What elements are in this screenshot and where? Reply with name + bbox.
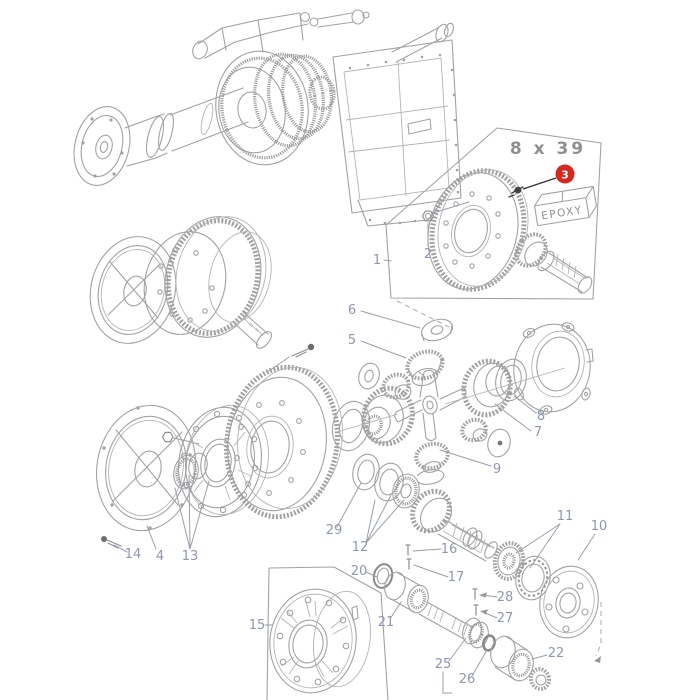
wheel-hub xyxy=(269,588,371,694)
callout-29[interactable]: 29 xyxy=(326,523,343,538)
nut-part-2 xyxy=(421,210,435,222)
callout-26[interactable]: 26 xyxy=(459,672,476,687)
callout-17[interactable]: 17 xyxy=(448,570,465,585)
pinion-shaft-train: 12 16 17 28 27 11 10 xyxy=(352,453,608,639)
assembled-differential xyxy=(89,216,273,349)
callout-28[interactable]: 28 xyxy=(497,590,514,605)
hub-box: 15 xyxy=(249,566,389,700)
callout-25[interactable]: 25 xyxy=(435,657,452,672)
differential-internals: 6 5 8 7 9 xyxy=(331,303,594,485)
callout-14[interactable]: 14 xyxy=(125,547,142,562)
callout-11[interactable]: 11 xyxy=(557,509,574,524)
callout-13[interactable]: 13 xyxy=(182,549,199,564)
callout-8[interactable]: 8 xyxy=(537,409,545,424)
callout-7[interactable]: 7 xyxy=(534,425,542,440)
callout-9[interactable]: 9 xyxy=(493,462,501,477)
rear-axle-assembly-drawing xyxy=(73,9,462,227)
bolt-part-14 xyxy=(101,536,122,549)
differential-case-half xyxy=(444,322,594,415)
bevel-pinion xyxy=(514,232,593,294)
kit-box-outline xyxy=(385,127,602,300)
callout-21[interactable]: 21 xyxy=(378,615,395,630)
callout-22[interactable]: 22 xyxy=(548,646,565,661)
callout-12[interactable]: 12 xyxy=(352,540,369,555)
output-flange xyxy=(539,565,599,639)
callout-5[interactable]: 5 xyxy=(348,333,356,348)
callout-15[interactable]: 15 xyxy=(249,618,266,633)
callout-6[interactable]: 6 xyxy=(348,303,356,318)
crown-wheel-bolt xyxy=(268,343,315,372)
bolt-part-3 xyxy=(508,186,524,198)
crown-wheel-and-pinion-kit: 8 x 39 3 EPOXY xyxy=(373,139,597,294)
callout-3[interactable]: 3 xyxy=(561,169,569,182)
callout-2[interactable]: 2 xyxy=(424,247,432,262)
ratio-label: 8 x 39 xyxy=(510,139,586,159)
callout-4[interactable]: 4 xyxy=(156,549,164,564)
epoxy-pack: EPOXY xyxy=(534,185,597,227)
callout-1[interactable]: 1 xyxy=(373,253,381,268)
callout-10[interactable]: 10 xyxy=(591,519,608,534)
callout-20[interactable]: 20 xyxy=(351,564,368,579)
spider-cross xyxy=(394,369,467,442)
selected-callout-3-badge[interactable] xyxy=(555,164,575,184)
callout-16[interactable]: 16 xyxy=(441,542,458,557)
brake-drum-and-crown-wheel: 14 4 13 29 xyxy=(95,364,362,564)
lower-output-shaft: 20 21 25 26 22 xyxy=(351,563,602,694)
callout-27[interactable]: 27 xyxy=(497,611,514,626)
